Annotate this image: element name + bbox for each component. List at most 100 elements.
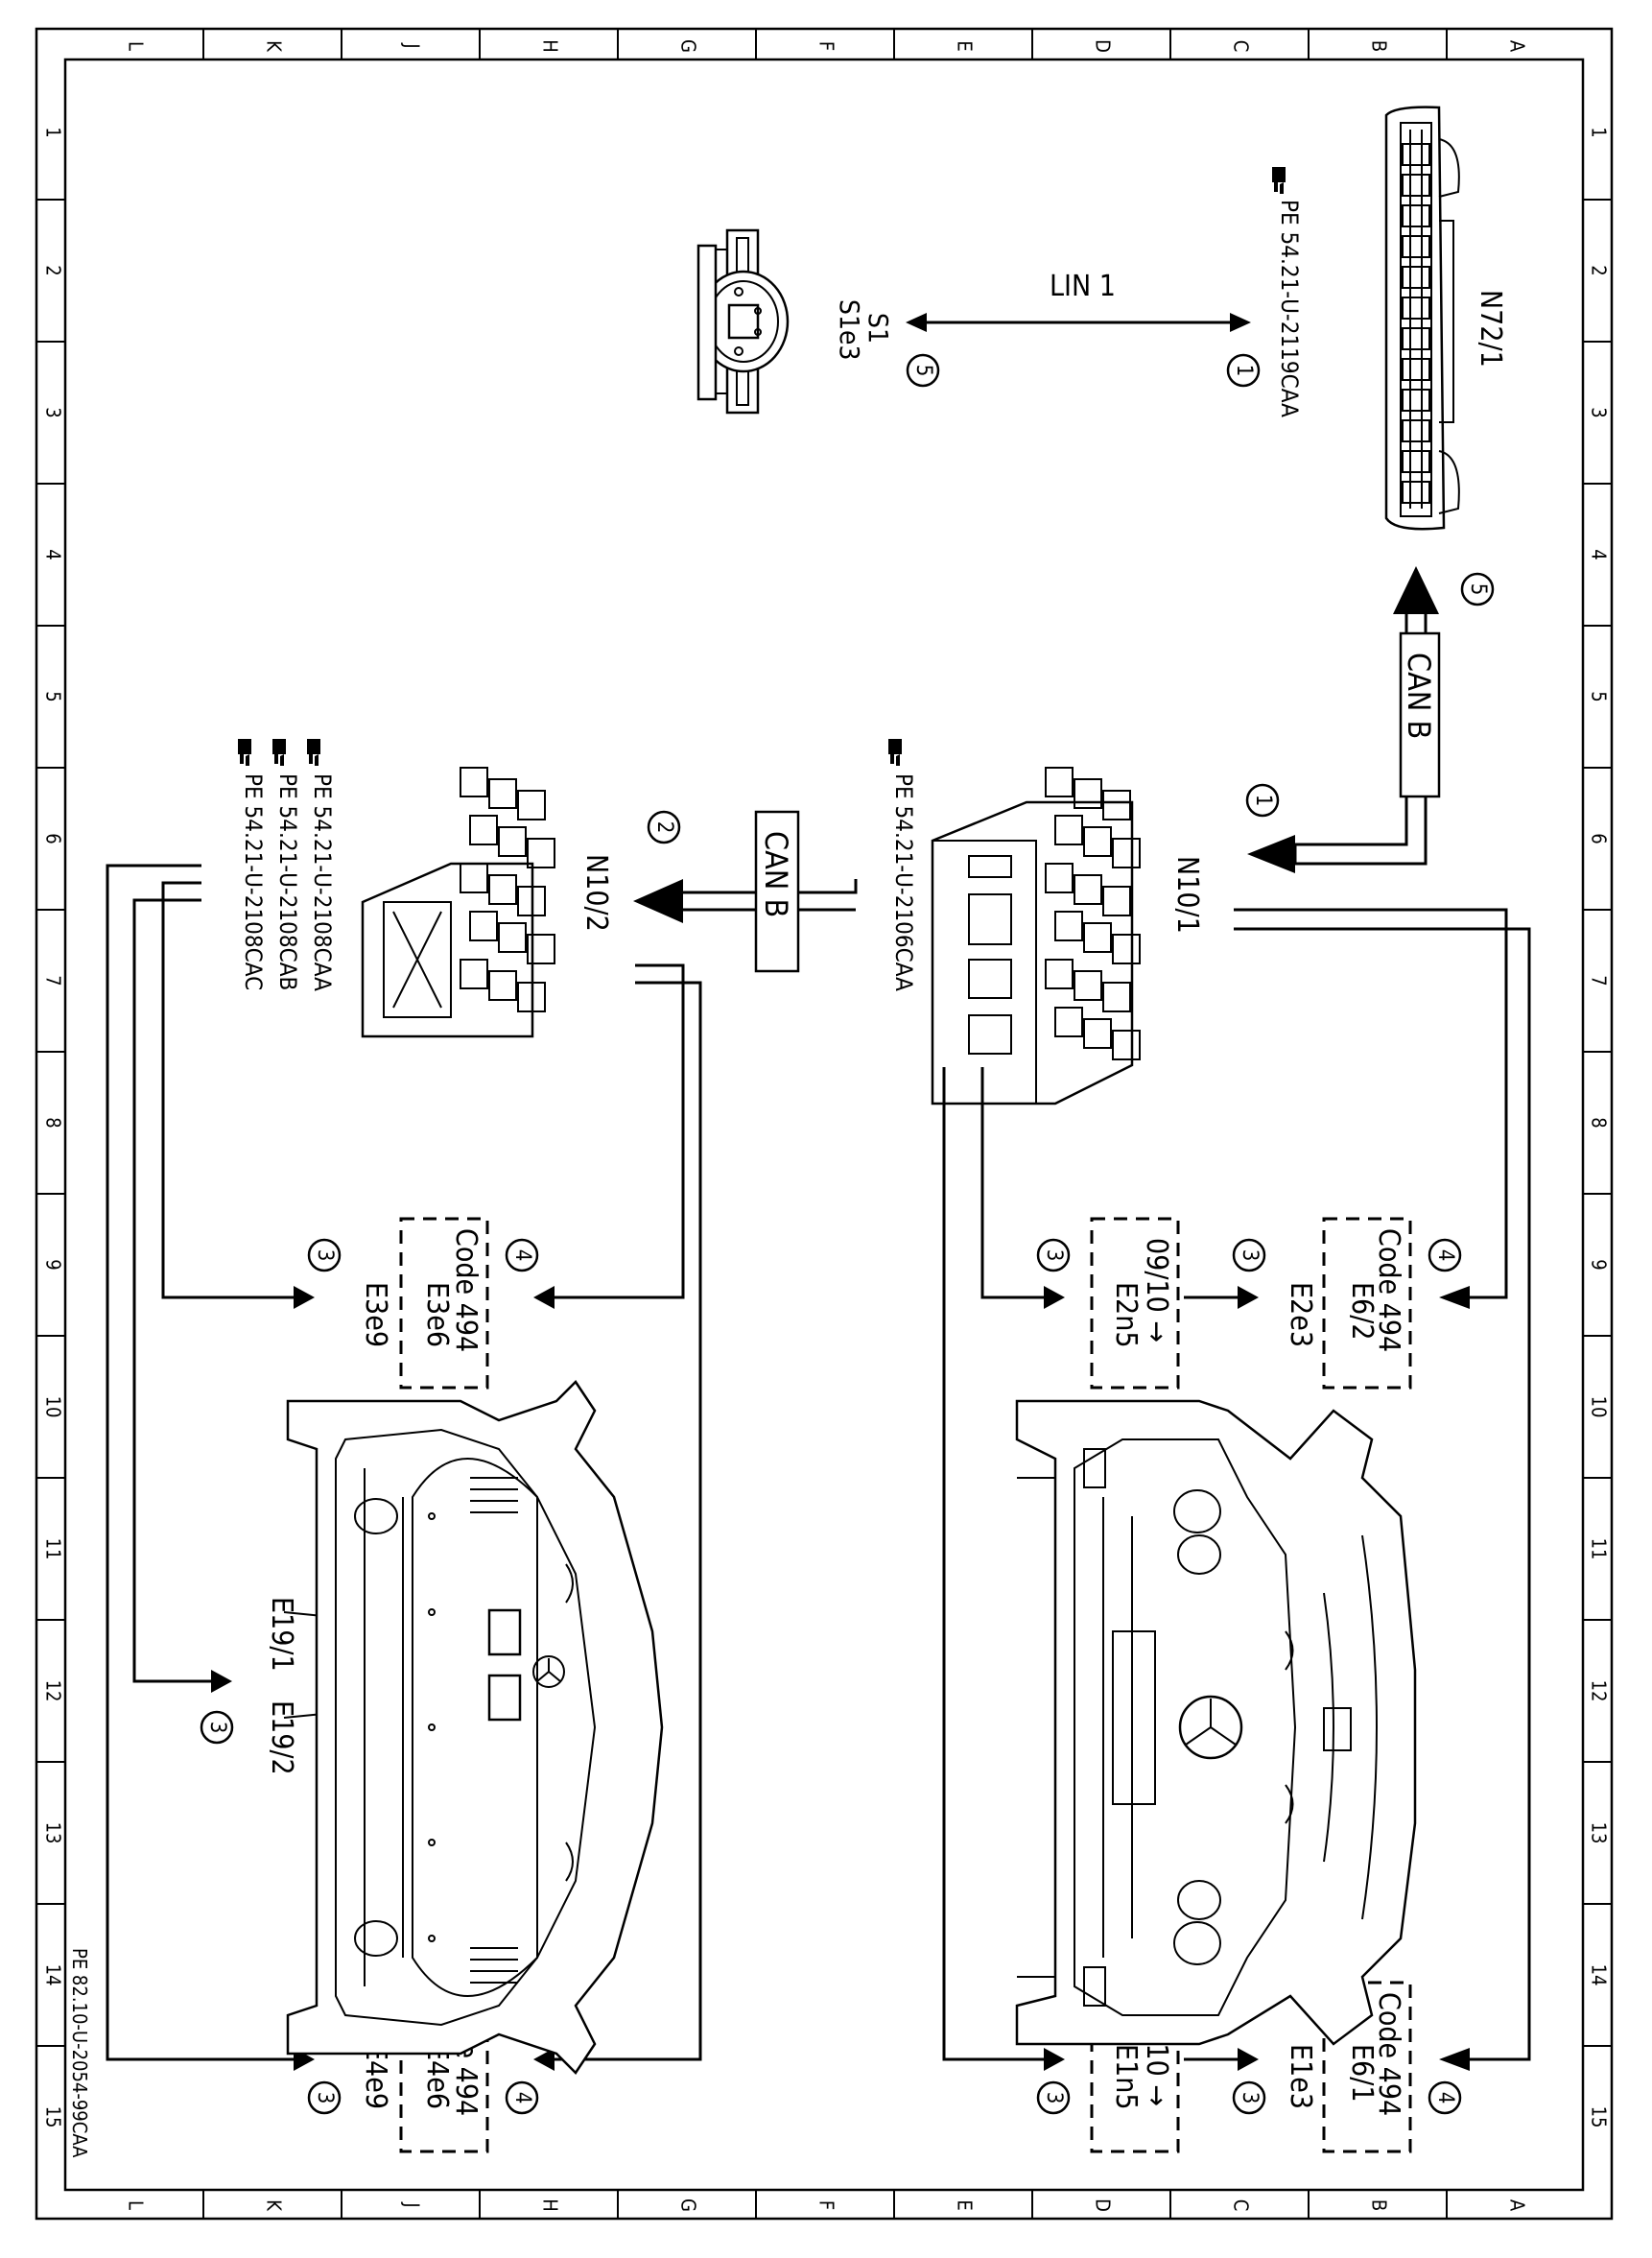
frame-number-right-8: 8 — [1588, 1117, 1611, 1128]
n72-1-label: N72/1 — [1474, 290, 1507, 368]
can-bus-top — [1247, 566, 1441, 873]
front-upper-n-line2: E2n5 — [1109, 1282, 1143, 1348]
frame-number-left-2: 2 — [42, 265, 65, 275]
frame-letter-bottom-k: K — [263, 2199, 286, 2212]
callout-1-can: 1 — [1245, 783, 1280, 818]
frame-letter-top-j: J — [401, 42, 424, 48]
n72-1-ref: PE 54.21-U-2119CAA — [1272, 167, 1303, 417]
n10-2-label: N10/2 — [579, 854, 613, 932]
front-lower-n-line2: E1n5 — [1109, 2044, 1143, 2110]
n10-1-ref-text: PE 54.21-U-2106CAA — [890, 773, 917, 991]
n10-2-ref-1: PE 54.21-U-2108CAA — [309, 773, 336, 991]
frame-letter-top-h: H — [539, 39, 562, 53]
e19-2-label: E19/2 — [265, 1700, 298, 1775]
frame-letter-bottom-b: B — [1368, 2199, 1391, 2211]
rear-upper-line3: E3e9 — [359, 1282, 392, 1347]
frame-letter-top-e: E — [954, 40, 977, 51]
wiring-rear — [106, 864, 702, 2071]
front-upper-line2: E6/2 — [1345, 1282, 1379, 1340]
frame-number-right-11: 11 — [1588, 1538, 1611, 1560]
callout-3-front-upper-b: 3 — [1036, 1238, 1071, 1272]
frame-letter-top-b: B — [1368, 40, 1391, 52]
frame-number-right-6: 6 — [1588, 833, 1611, 844]
callout-3-rear-lower-text: 3 — [313, 2092, 337, 2104]
frame-number-left-9: 9 — [42, 1259, 65, 1270]
callout-3-rear-upper: 3 — [307, 1238, 342, 1272]
s1-switch — [696, 228, 790, 415]
frame-number-left-4: 4 — [42, 549, 65, 559]
frame-number-right-1: 1 — [1588, 127, 1611, 137]
frame-letter-top-l: L — [125, 41, 148, 51]
frame-number-right-15: 15 — [1588, 2106, 1611, 2128]
front-lower-code-box — [1322, 1981, 1412, 2153]
callout-4-front-lower: 4 — [1428, 2080, 1462, 2115]
callout-3-front-upper-a-text: 3 — [1238, 1249, 1262, 1262]
frame-letter-bottom-h: H — [539, 2199, 562, 2212]
n10-1-ref: PE 54.21-U-2106CAA — [888, 739, 917, 991]
car-rear-view — [286, 1380, 664, 2075]
callout-3-front-lower-b: 3 — [1036, 2080, 1071, 2115]
n10-1-label: N10/1 — [1170, 856, 1204, 934]
frame-number-left-6: 6 — [42, 833, 65, 844]
callout-3-rear-upper-text: 3 — [313, 1249, 337, 1262]
callout-4-rear-lower-text: 4 — [510, 2092, 534, 2104]
rear-upper-code-box — [399, 1217, 489, 1390]
can-bus-mid — [633, 810, 858, 973]
n72-1-overhead-panel — [1384, 106, 1460, 531]
frame-number-right-3: 3 — [1588, 407, 1611, 417]
front-lower-line1: Code 494 — [1372, 1992, 1405, 2116]
callout-5-can: 5 — [1460, 572, 1495, 606]
frame-letter-ticks — [202, 29, 1448, 2219]
rear-lower-line2: E4e6 — [420, 2044, 454, 2109]
frame-letter-top-f: F — [815, 41, 838, 51]
n10-2-ref-3: PE 54.21-U-2108CAC — [240, 773, 267, 990]
callout-3-front-lower-b-text: 3 — [1042, 2092, 1066, 2104]
n72-1-ref-text: PE 54.21-U-2119CAA — [1276, 200, 1303, 417]
callout-4-front-lower-text: 4 — [1433, 2092, 1457, 2104]
outer-frame — [35, 27, 1614, 2221]
callout-4-front-upper: 4 — [1428, 1238, 1462, 1272]
frame-number-right-4: 4 — [1588, 549, 1611, 559]
frame-number-right-13: 13 — [1588, 1822, 1611, 1844]
front-lower-line2: E6/1 — [1345, 2044, 1379, 2102]
frame-number-right-14: 14 — [1588, 1964, 1611, 1986]
callout-3-front-lower-a-text: 3 — [1238, 2092, 1262, 2104]
frame-number-right-7: 7 — [1588, 975, 1611, 986]
frame-number-left-10: 10 — [42, 1396, 65, 1418]
frame-number-right-5: 5 — [1588, 691, 1611, 701]
callout-5-can-text: 5 — [1466, 583, 1490, 596]
can-bus-top-label: CAN B — [1401, 653, 1437, 739]
callout-3-front-lower-a: 3 — [1232, 2080, 1266, 2115]
callout-1-can-text: 1 — [1251, 795, 1275, 807]
frame-letter-bottom-e: E — [954, 2199, 977, 2210]
frame-letter-bottom-j: J — [401, 2201, 424, 2207]
callout-4-rear-lower: 4 — [505, 2080, 539, 2115]
frame-letter-bottom-a: A — [1506, 2199, 1529, 2212]
callout-4-front-upper-text: 4 — [1433, 1249, 1457, 1262]
hand-pointer-icon — [272, 739, 286, 766]
frame-number-right-9: 9 — [1588, 1259, 1611, 1270]
front-upper-n-line1: 09/10 → — [1140, 1238, 1173, 1343]
frame-number-left-8: 8 — [42, 1117, 65, 1128]
hand-pointer-icon — [238, 739, 251, 766]
frame-number-left-3: 3 — [42, 407, 65, 417]
callout-1-lin: 1 — [1226, 353, 1261, 388]
frame-letter-top-g: G — [677, 39, 700, 53]
e19-1-label: E19/1 — [265, 1597, 298, 1672]
callout-3-front-upper-b-text: 3 — [1042, 1249, 1066, 1262]
s1-label: S1 — [862, 313, 894, 344]
callout-2: 2 — [647, 810, 681, 844]
front-lower-n-box — [1090, 1981, 1180, 2153]
callout-3-rear-e19: 3 — [200, 1710, 234, 1745]
frame-number-left-1: 1 — [42, 127, 65, 137]
frame-number-left-14: 14 — [42, 1964, 65, 1986]
front-lower-line3: E1e3 — [1284, 2044, 1317, 2109]
document-id: PE 82.10-U-2054-99CAA — [68, 1948, 91, 2158]
inner-frame — [63, 58, 1585, 2192]
n10-2-refs: PE 54.21-U-2108CAA PE 54.21-U-2108CAB PE… — [238, 739, 336, 991]
front-upper-code-box — [1322, 1217, 1412, 1390]
hand-pointer-icon — [888, 739, 902, 766]
rear-lower-line3: E4e9 — [359, 2044, 392, 2109]
